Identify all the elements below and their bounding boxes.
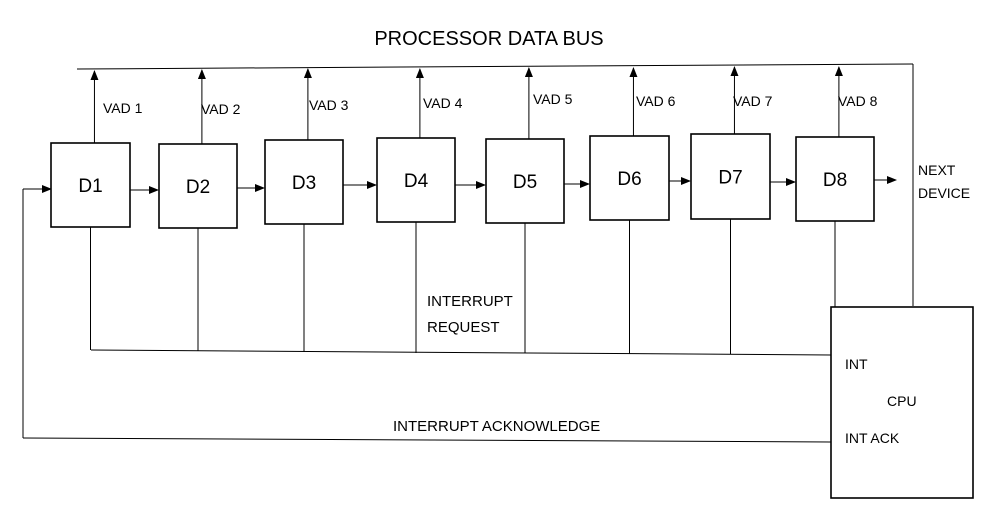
device-label-d2: D2 [186, 177, 210, 198]
device-box-d6 [589, 135, 670, 221]
cpu-label: CPU [887, 393, 917, 409]
device-chain: D1 VAD 1 D2 VAD 2 D3 VAD 3 D4 VAD 4 D5 VAD 5 D6 VAD… [50, 66, 878, 355]
device-box-d1 [50, 142, 131, 228]
interrupt-request-label-line2: REQUEST [427, 319, 500, 336]
device-box-d5 [485, 138, 565, 224]
vad-label-7: VAD 7 [733, 93, 773, 109]
vad-label-3: VAD 3 [309, 97, 349, 113]
next-device-label-line1: NEXT [918, 162, 956, 178]
vad-label-6: VAD 6 [636, 93, 676, 109]
device-box-d8 [795, 136, 875, 222]
cpu-int-label: INT [845, 356, 868, 372]
device-box-d4 [376, 137, 456, 223]
device-label-d6: D6 [617, 169, 641, 190]
device-box-d2 [158, 143, 238, 229]
vad-label-5: VAD 5 [533, 91, 573, 107]
vad-label-4: VAD 4 [423, 95, 463, 111]
interrupt-request-line [90, 349, 832, 356]
vad-label-2: VAD 2 [201, 101, 241, 117]
device-box-d3 [264, 139, 344, 225]
device-label-d1: D1 [78, 176, 102, 197]
device-label-d4: D4 [404, 171, 429, 192]
device-label-d7: D7 [718, 168, 742, 189]
device-label-d5: D5 [513, 172, 537, 193]
processor-data-bus-title: PROCESSOR DATA BUS [374, 28, 603, 50]
next-device-label-line2: DEVICE [918, 185, 970, 201]
vad-label-8: VAD 8 [838, 93, 878, 109]
interrupt-request-label-line1: INTERRUPT [427, 293, 513, 310]
device-box-d7 [690, 133, 771, 220]
processor-data-bus-line [76, 63, 914, 70]
cpu-box [830, 306, 974, 499]
interrupt-acknowledge-label: INTERRUPT ACKNOWLEDGE [393, 418, 600, 435]
vad-label-1: VAD 1 [103, 100, 143, 116]
device-label-d8: D8 [823, 170, 847, 191]
cpu-int-ack-label: INT ACK [845, 430, 900, 446]
interrupt-acknowledge-line [22, 437, 832, 443]
device-label-d3: D3 [292, 173, 316, 194]
